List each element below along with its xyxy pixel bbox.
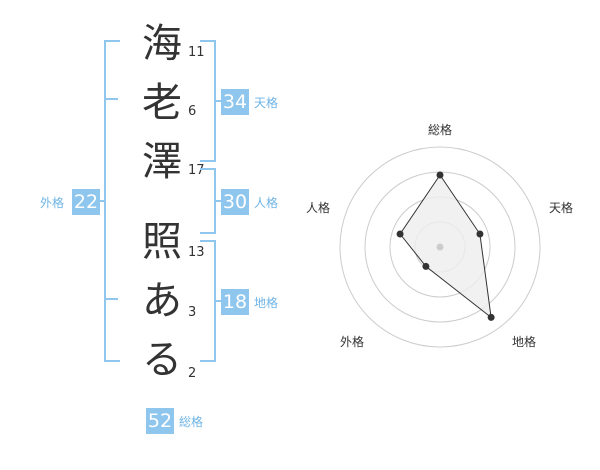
tenkaku-value: 34 xyxy=(221,89,249,115)
chikaku-value: 18 xyxy=(221,289,249,315)
name-char-2: 老 xyxy=(142,80,182,126)
radar-axis-label-soukaku: 総格 xyxy=(427,123,452,137)
gaikaku-bracket xyxy=(104,40,120,362)
chikaku-connector xyxy=(214,300,222,302)
radar-point-1 xyxy=(436,171,444,179)
name-char-5: あ xyxy=(142,278,182,324)
name-char-3: 澤 xyxy=(142,139,182,185)
radar-polygon xyxy=(399,174,492,319)
gaikaku-label: 外格 xyxy=(40,196,65,210)
name-char-1: 海 xyxy=(142,21,182,67)
gaikaku-bracket-tick xyxy=(104,98,118,100)
radar-point-5 xyxy=(396,230,404,238)
jinkaku-connector xyxy=(214,200,222,202)
radar-axis-label-gaikaku: 外格 xyxy=(339,335,364,349)
name-char-6: る xyxy=(142,337,182,383)
stroke-count-5: 3 xyxy=(188,305,197,320)
stroke-count-4: 13 xyxy=(188,245,205,260)
soukaku-label: 総格 xyxy=(179,415,204,429)
stroke-count-1: 11 xyxy=(188,45,205,60)
radar-point-2 xyxy=(476,230,484,238)
chikaku-label: 地格 xyxy=(254,296,279,310)
radar-point-3 xyxy=(487,313,495,321)
tenkaku-connector xyxy=(214,100,222,102)
radar-center-dot xyxy=(436,243,444,251)
gaikaku-value: 22 xyxy=(72,189,100,215)
stroke-count-6: 2 xyxy=(188,366,197,381)
tenkaku-label: 天格 xyxy=(254,96,279,110)
radar-ring xyxy=(339,146,541,348)
jinkaku-label: 人格 xyxy=(254,196,279,210)
jinkaku-value: 30 xyxy=(221,189,249,215)
gaikaku-bracket-tick xyxy=(104,298,118,300)
soukaku-value: 52 xyxy=(146,408,174,434)
stroke-count-3: 17 xyxy=(188,163,205,178)
stroke-count-2: 6 xyxy=(188,104,197,119)
radar-axis-label-tenkaku: 天格 xyxy=(548,201,573,215)
name-char-4: 照 xyxy=(142,219,182,265)
radar-point-4 xyxy=(422,262,430,270)
radar-axis-label-jinkaku: 人格 xyxy=(305,201,330,215)
radar-axis-label-chikaku: 地格 xyxy=(511,335,536,349)
